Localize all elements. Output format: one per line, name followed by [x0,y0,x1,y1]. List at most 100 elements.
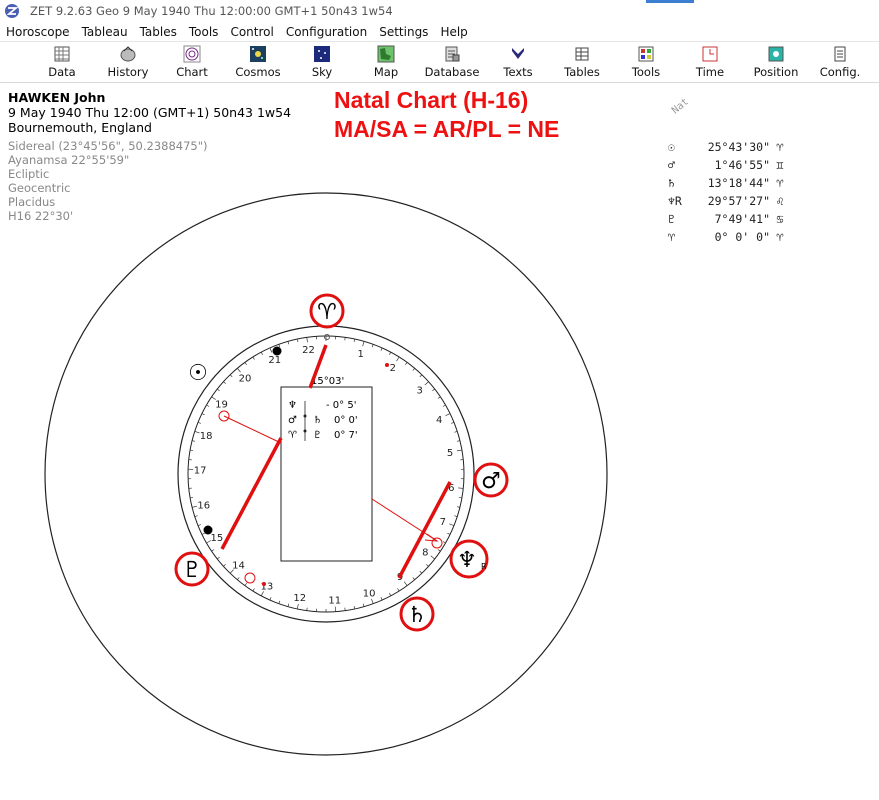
saturn-icon: ♄ [407,603,427,628]
position-degree: 7°49'41" [714,212,770,226]
dial-tick [454,515,458,517]
position-row: ♄ 13°18'44" ♈ [668,174,788,192]
dial-tick [229,569,234,574]
dial-tick [449,523,455,527]
sun-icon: ☉ [668,140,675,154]
retrograde-label: R [481,562,487,571]
toolbar-position-button[interactable]: Position [746,45,806,81]
menu-tableau[interactable]: Tableau [81,24,128,39]
toolbar-label: History [107,65,149,79]
toolbar-cosmos-button[interactable]: Cosmos [228,45,288,81]
toolbar-map-button[interactable]: Map [356,45,416,81]
toolbar-label: Tools [631,65,661,79]
dial-tick [194,515,198,517]
dial-tick [396,356,400,362]
toolbar-time-button[interactable]: Time [680,45,740,81]
position-row: ☉ 25°43'30" ♈ [668,138,788,156]
toolbar-label: Map [373,65,399,79]
dial-tick [206,404,210,407]
menu-tables[interactable]: Tables [139,24,177,39]
toolbar-label: Data [48,65,76,79]
menu-horoscope[interactable]: Horoscope [6,24,70,39]
menu-settings[interactable]: Settings [379,24,429,39]
ayanamsa-info: Ayanamsa 22°55'59" [8,153,130,167]
dial-tick [456,449,462,452]
menu-bar: Horoscope Tableau Tables Tools Control C… [0,22,879,42]
coordinate-system: Ecliptic [8,167,50,181]
toolbar-label: Cosmos [235,65,281,79]
menu-configuration[interactable]: Configuration [285,24,368,39]
dial-number: 20 [239,373,252,384]
aries-point-icon: ♈ [668,230,675,244]
aspect-line [371,498,438,542]
dial-number: 3 [416,386,422,397]
midpoint-axis-line [397,481,452,579]
aspect-glyph-b: ♄ [313,415,322,426]
dial-tick [269,597,272,601]
native-name: HAWKEN John [8,90,106,105]
toolbar-label: Database [424,65,480,79]
position-degree: 13°18'44" [707,176,770,190]
house-system: Placidus [8,195,56,209]
aspect-glyph-a: ♈ [288,430,297,441]
toolbar-label: Chart [176,65,208,79]
dial-marker-red [385,363,389,367]
sun-icon: ☉ [188,361,208,386]
database-icon [445,46,460,62]
toolbar-texts-button[interactable]: Texts [488,45,548,81]
toolbar-label: Config. [819,65,861,79]
dial-tick [260,351,263,355]
toolbar-chart-button[interactable]: Chart [162,45,222,81]
toolbar-label: Time [695,65,725,79]
saturn-highlight: ♄ [399,596,435,632]
dial-tick [201,532,205,535]
position-degree: 0° 0' 0" [714,230,770,244]
position-row: ♂ 1°46'55" ♊ [668,156,788,174]
dial-marker-filled [272,346,282,356]
config-icon [834,46,846,62]
aspect-value: 0° 0' [334,415,358,426]
menu-control[interactable]: Control [230,24,274,39]
toolbar-data-button[interactable]: Data [32,45,92,81]
dial-tick [380,347,383,351]
neptune-highlight: ♆ R [449,539,489,579]
dial-tick [412,577,415,580]
dial-tick [454,431,458,433]
dial-tick [424,381,429,386]
dial-tick [353,605,356,610]
menu-tools[interactable]: Tools [188,24,219,39]
dial-tick [229,374,233,378]
aspect-list: ♆ - 0° 5' ♂ ♄ 0° 0' ♈ ♇ 0° 7' [288,400,358,441]
highlight-ring [473,462,509,498]
toolbar-tables-button[interactable]: Tables [552,45,612,81]
dial-tick [397,588,400,592]
aspect-box [280,386,373,562]
dial-tick [194,431,200,434]
aspect-node [303,429,307,433]
aspect-value: - 0° 5' [326,400,356,411]
dial-marker-filled [203,525,213,535]
toolbar-history-button[interactable]: History [98,45,158,81]
dial-tick [237,577,240,580]
menu-help[interactable]: Help [440,24,468,39]
toolbar-sky-button[interactable]: Sky [292,45,352,81]
dial-tick [456,506,460,508]
dial-tick [430,555,435,560]
dial-number: 21 [268,355,281,366]
toolbar-tools-button[interactable]: Tools [616,45,676,81]
aries-sign-icon: ♈ [776,140,784,154]
dial-tick [437,549,441,552]
dial-tick [458,487,464,489]
toolbar-database-button[interactable]: Database [422,45,482,81]
toolbar-config-button[interactable]: Config. [810,45,870,81]
cosmos-icon [250,46,266,62]
chart-wheel-icon [183,45,201,63]
dial-tick [458,497,462,499]
dial-tick [432,388,435,392]
titlebar-accent [646,0,694,3]
dial-tick [197,421,201,424]
dial-tick [426,564,429,567]
tables-icon [575,47,589,61]
dial-tick [211,549,215,552]
dial-tick [197,524,201,527]
